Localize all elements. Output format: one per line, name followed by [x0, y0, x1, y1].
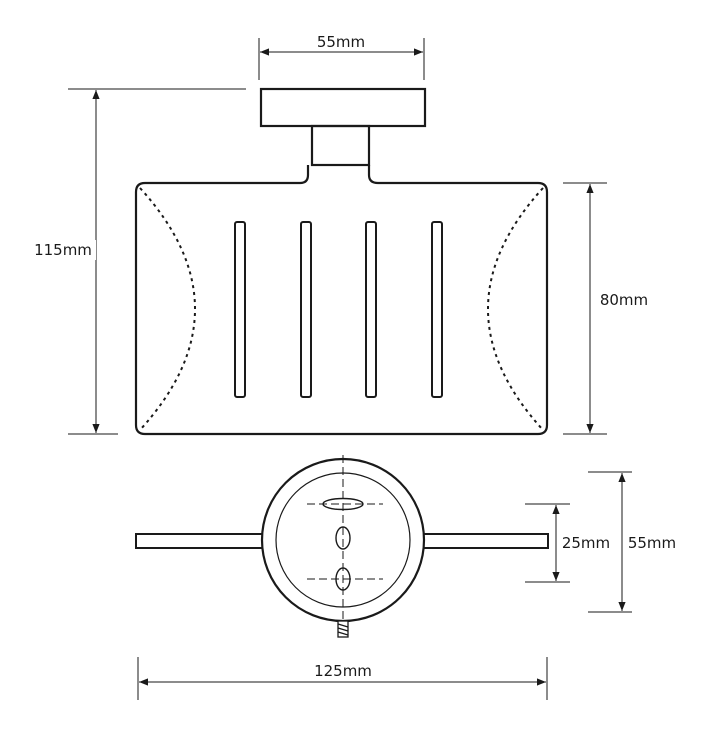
label-top-width: 55mm — [317, 33, 365, 51]
tray-arm-right — [419, 533, 549, 549]
drain-slot — [431, 221, 443, 398]
front-view — [134, 87, 549, 436]
neck — [310, 124, 371, 167]
tray-curve-left — [139, 187, 196, 431]
label-base-diameter: 55mm — [628, 534, 676, 552]
set-screw — [337, 620, 349, 638]
label-total-height: 115mm — [34, 241, 92, 259]
tray-arm-left — [135, 533, 267, 549]
drain-slot — [365, 221, 377, 398]
drain-slot — [300, 221, 312, 398]
dimension-lines-front — [68, 38, 607, 435]
label-hole-spacing: 25mm — [562, 534, 610, 552]
dimension-labels: 55mm 115mm 80mm 25mm 55mm 125mm — [30, 32, 680, 680]
drain-slot — [234, 221, 246, 398]
tray-curve-right — [487, 187, 544, 431]
top-view — [135, 455, 549, 638]
label-total-width: 125mm — [314, 662, 372, 680]
wall-plate — [259, 87, 427, 128]
label-tray-height: 80mm — [600, 291, 648, 309]
dimension-lines-top — [137, 471, 632, 700]
soap-tray — [134, 165, 549, 436]
